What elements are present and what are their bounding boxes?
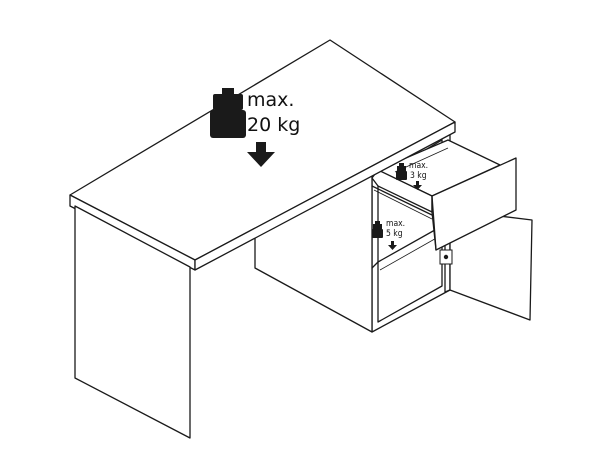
desk-leg-left bbox=[74, 205, 191, 439]
hinge-icon bbox=[439, 249, 453, 265]
desk-down-arrow-icon bbox=[247, 142, 275, 167]
drawer-weight-label: 3 kg bbox=[410, 171, 427, 181]
desk-weight-icon bbox=[210, 88, 246, 138]
shelf-max-label: max. bbox=[386, 219, 405, 229]
desk-weight-label: 20 kg bbox=[247, 114, 300, 136]
drawer-weight-icon bbox=[396, 163, 407, 180]
desk-max-label: max. bbox=[247, 89, 294, 111]
shelf-weight-label: 5 kg bbox=[386, 229, 403, 239]
drawer-max-label: max. bbox=[409, 161, 428, 171]
drawer-down-arrow-icon bbox=[413, 181, 422, 190]
shelf-weight-icon bbox=[372, 221, 383, 238]
shelf-down-arrow-icon bbox=[388, 241, 397, 250]
